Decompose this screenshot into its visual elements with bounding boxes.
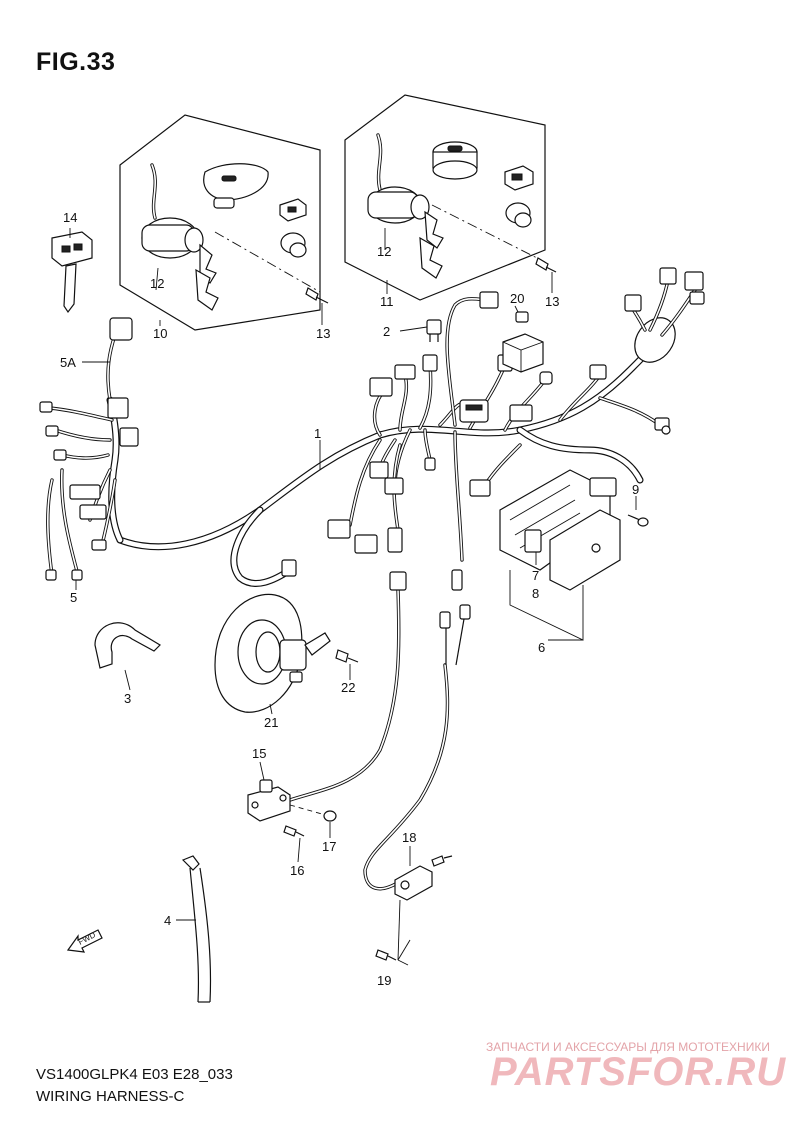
ignition-switch-kit-10[interactable]: [119, 114, 321, 331]
callout-11: 11: [380, 294, 394, 309]
callout-14: 14: [63, 210, 77, 225]
watermark-logo: PARTSFOR.RU: [490, 1050, 787, 1094]
callout-22: 22: [341, 680, 355, 695]
sensor-18[interactable]: [394, 855, 453, 901]
callout-20: 20: [510, 291, 524, 306]
callout-15: 15: [252, 746, 266, 761]
callout-3: 3: [124, 691, 131, 706]
callout-13-left: 13: [316, 326, 330, 341]
callout-7: 7: [532, 568, 539, 583]
switch-15[interactable]: [247, 779, 291, 822]
forward-arrow-icon: FWD: [66, 929, 103, 953]
callout-8: 8: [532, 586, 539, 601]
figure-code: VS1400GLPK4 E03 E28_033: [36, 1066, 233, 1083]
figure-name: WIRING HARNESS-C: [36, 1088, 185, 1105]
bolt-22[interactable]: [335, 649, 359, 663]
callout-5A: 5A: [60, 355, 76, 370]
callout-2: 2: [383, 324, 390, 339]
screw-19[interactable]: [375, 899, 411, 966]
ignition-switch-kit-11[interactable]: [344, 94, 546, 301]
callout-9: 9: [632, 482, 639, 497]
callout-12-left: 12: [150, 276, 164, 291]
callout-16: 16: [290, 863, 304, 878]
switch-lead-wires: [288, 569, 471, 891]
screw-13-left[interactable]: [305, 287, 329, 304]
fuse-2[interactable]: [426, 319, 442, 342]
callout-labels: 14 12 10 13 12 11 13 20 2 5A 1 9 7 8 6 5…: [60, 210, 639, 988]
callout-18: 18: [402, 830, 416, 845]
callout-5: 5: [70, 590, 77, 605]
cable-tie-4[interactable]: [181, 855, 212, 1003]
screw-16[interactable]: [283, 825, 305, 837]
harness-connectors: [39, 267, 705, 581]
screw-13-right[interactable]: [535, 257, 557, 273]
screw-9[interactable]: [627, 514, 649, 527]
relay-20[interactable]: [502, 311, 544, 373]
callout-17: 17: [322, 839, 336, 854]
key-14[interactable]: [51, 231, 93, 314]
callout-1: 1: [314, 426, 321, 441]
callout-13-right: 13: [545, 294, 559, 309]
figure-title: FIG.33: [36, 48, 116, 76]
control-unit-assembly-6[interactable]: [499, 469, 621, 641]
callout-leaders: [69, 228, 637, 921]
callout-6: 6: [538, 640, 545, 655]
watermark-tagline: ЗАПЧАСТИ И АКСЕССУАРЫ ДЛЯ МОТОТЕХНИКИ: [486, 1040, 770, 1054]
callout-21: 21: [264, 715, 278, 730]
callout-10: 10: [153, 326, 167, 341]
horn-21[interactable]: [214, 593, 331, 713]
callout-12-right: 12: [377, 244, 391, 259]
clamp-3[interactable]: [94, 622, 161, 669]
callout-19: 19: [377, 973, 391, 988]
screw-17[interactable]: [289, 804, 337, 822]
callout-4: 4: [164, 913, 171, 928]
